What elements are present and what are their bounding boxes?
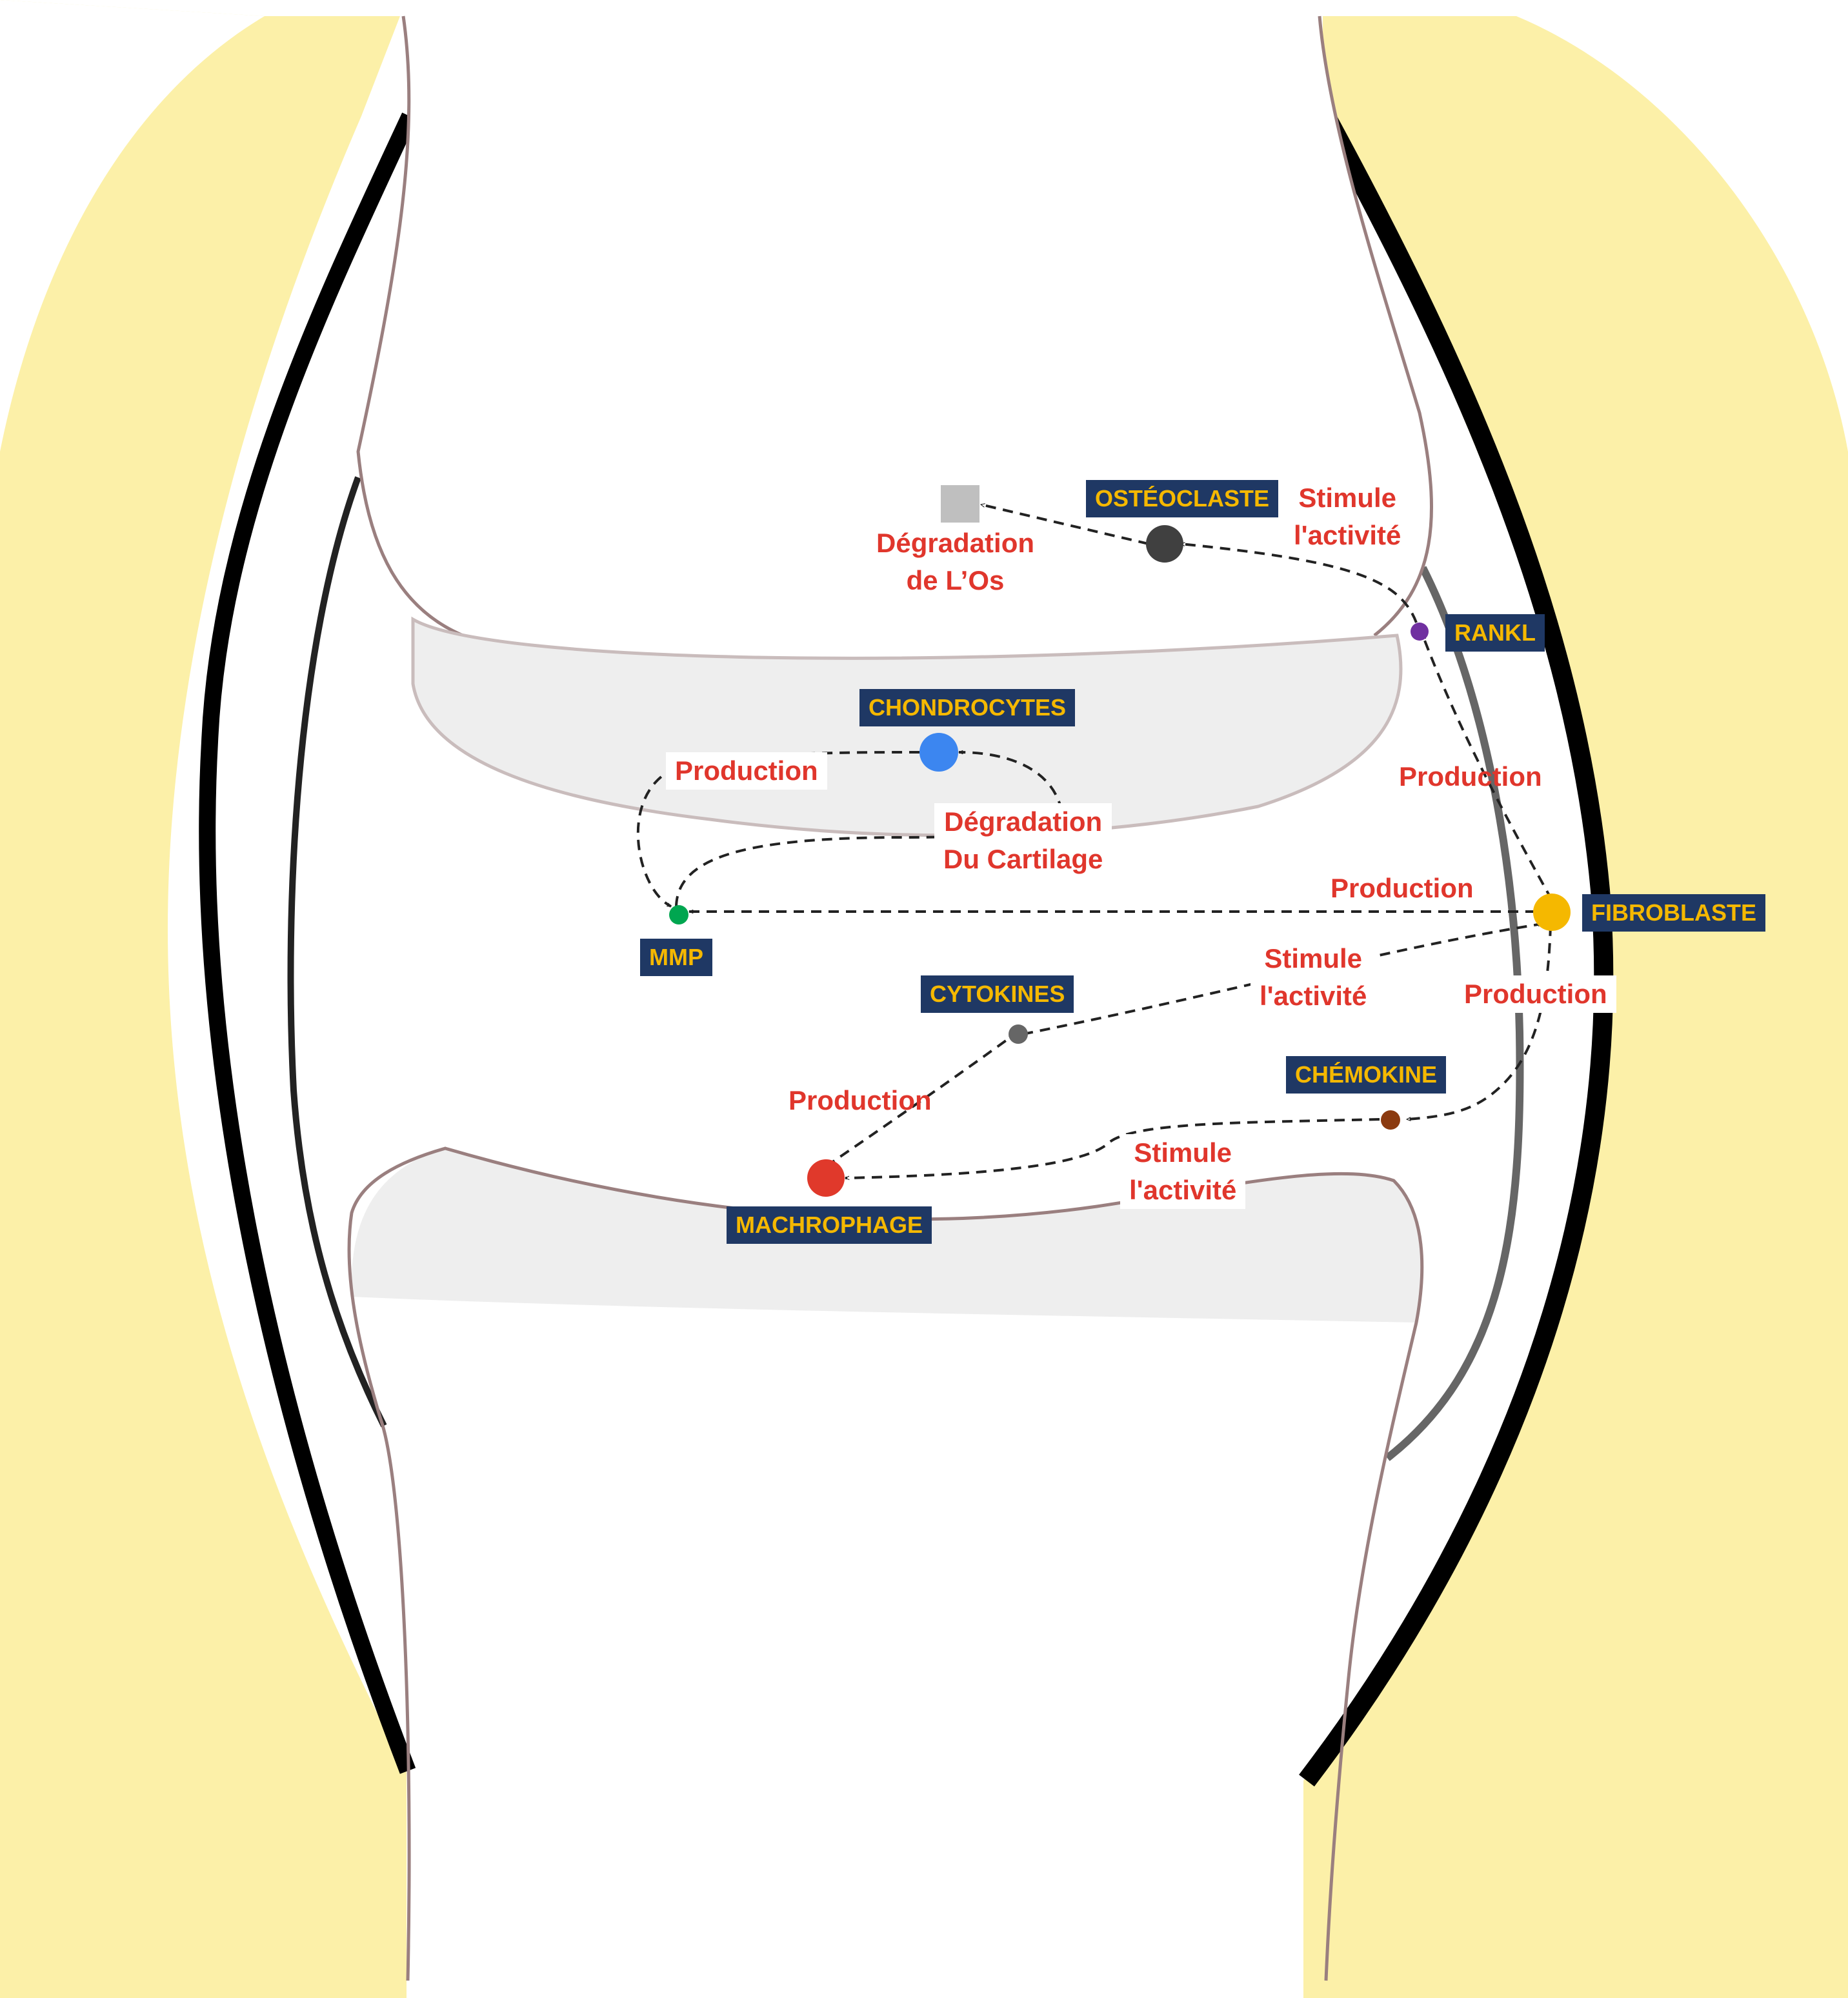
production-rankl-label: Production [1399,761,1542,792]
chemokine-molecule [1381,1110,1400,1130]
left-membrane [199,112,417,1774]
stimule-fibroblaste-label: Stimule l'activité [1250,940,1376,1015]
mmp-label: MMP [640,939,712,976]
left-capsule-cut [0,0,265,452]
arrow-fibroblaste-to-chemokine [1407,925,1552,1119]
right-inner-membrane [1385,566,1524,1461]
degradation-cartilage-line1: Dégradation [944,806,1103,837]
stimule-macrophage-line1: Stimule [1134,1137,1232,1168]
stimule-fibroblaste-line2: l'activité [1260,981,1367,1011]
stimule-osteoclaste-label: Stimule l'activité [1294,479,1401,554]
cytokines-label: CYTOKINES [921,975,1074,1013]
upper-cartilage [411,616,1403,837]
right-capsule [1303,16,1848,1998]
degradation-os-line2: de L’Os [906,565,1005,595]
rankl-label: RANKL [1445,614,1545,652]
stimule-osteoclaste-line1: Stimule [1298,483,1397,513]
fibroblaste-cell [1533,894,1571,931]
osteoclaste-cell [1146,525,1183,563]
production-cytokines-label: Production [788,1085,932,1115]
arrow-fibroblaste-to-rankl [1421,635,1553,901]
degradation-cartilage-label: Dégradation Du Cartilage [934,803,1112,878]
bone-degradation-marker [941,485,979,523]
upper-bone-left-edge [356,15,472,641]
chondrocyte-cell [919,733,958,772]
production-chemokine-label: Production [1455,975,1616,1013]
stimule-osteoclaste-line2: l'activité [1294,520,1401,550]
arrow-rankl-to-osteoclaste [1181,544,1418,623]
degradation-os-line1: Dégradation [876,528,1035,558]
macrophage-cell [807,1159,845,1197]
rankl-molecule [1411,623,1429,641]
chemokine-label: CHÉMOKINE [1286,1056,1447,1094]
production-mmp-chondro-label: Production [666,752,827,790]
degradation-os-label: Dégradation de L’Os [876,524,1034,599]
left-capsule [0,0,407,1998]
arrow-macrophage-to-cytokines [825,1034,1014,1168]
mmp-molecule [669,905,688,924]
stimule-fibroblaste-line1: Stimule [1264,943,1363,974]
left-inner-membrane [287,476,387,1428]
arrow-chemokine-to-macrophage [845,1118,1380,1178]
chondrocytes-label: CHONDROCYTES [859,689,1076,726]
production-mmp-fibro-label: Production [1331,873,1474,903]
osteoclaste-label: OSTÉOCLASTE [1086,480,1279,517]
stimule-macrophage-line2: l'activité [1129,1175,1237,1205]
fibroblaste-label: FIBROBLASTE [1582,894,1765,932]
lower-bone-left-edge [347,1146,1424,1981]
cytokine-molecule [1009,1024,1028,1044]
stimule-macrophage-label: Stimule l'activité [1120,1134,1246,1209]
machrophage-label: MACHROPHAGE [727,1206,932,1244]
upper-bone-right-edge [1318,15,1433,637]
degradation-cartilage-line2: Du Cartilage [943,844,1103,874]
arrow-osteoclaste-to-bone [981,503,1149,545]
